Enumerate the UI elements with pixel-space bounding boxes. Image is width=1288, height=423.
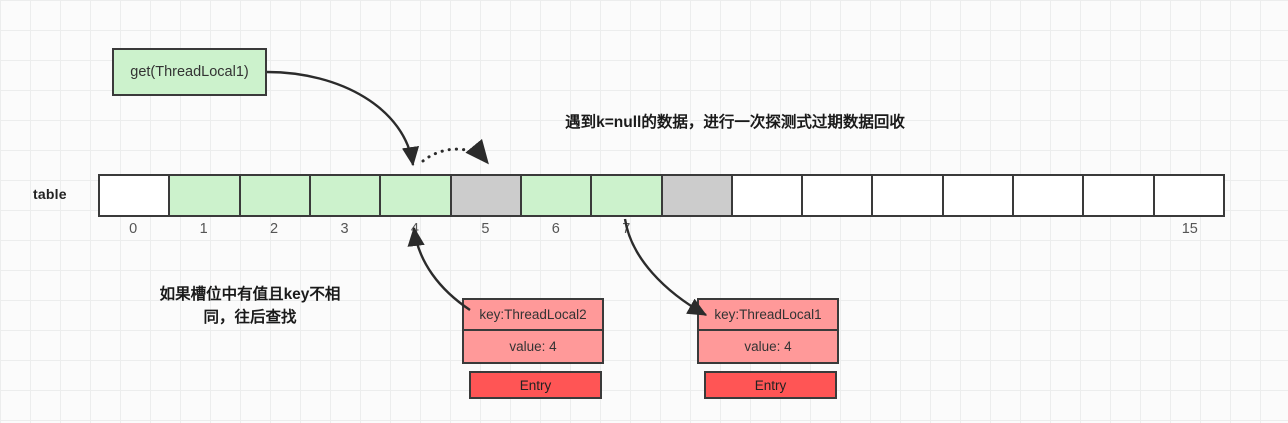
entry-key-threadlocal2: key:ThreadLocal2 [464, 300, 602, 331]
get-call-label: get(ThreadLocal1) [130, 64, 249, 80]
slot-index-0: 0 [129, 221, 138, 237]
table-slot-10 [803, 176, 874, 215]
table-slot-5 [451, 176, 522, 215]
table-slot-4 [381, 176, 452, 215]
table-label: table [33, 186, 67, 202]
linear-probe-annotation-line1: 如果槽位中有值且key不相 [159, 286, 341, 303]
table-slot-8 [662, 176, 733, 215]
expired-entry-cleanup-annotation: 遇到k=null的数据，进行一次探测式过期数据回收 [565, 114, 905, 131]
slot-index-4: 4 [410, 221, 419, 237]
table-slot-13 [1014, 176, 1085, 215]
entry-value-threadlocal2: value: 4 [509, 339, 557, 354]
table-slot-14 [1084, 176, 1155, 215]
slot-index-2: 2 [270, 221, 279, 237]
table-slot-12 [943, 176, 1015, 215]
table-slot-2 [240, 176, 311, 215]
table-slot-3 [310, 176, 382, 215]
get-threadlocal-call-box: get(ThreadLocal1) [112, 48, 267, 96]
entry-kv-threadlocal1: key:ThreadLocal1 value: 4 [697, 298, 839, 364]
entry-value-threadlocal1: value: 4 [744, 339, 792, 354]
slot-index-15: 15 [1181, 221, 1198, 237]
table-slot-6 [521, 176, 593, 215]
slot-index-3: 3 [340, 221, 349, 237]
table-slot-15 [1154, 176, 1223, 215]
entry-key-threadlocal1: key:ThreadLocal1 [699, 300, 837, 331]
entry-kv-threadlocal2: key:ThreadLocal2 value: 4 [462, 298, 604, 364]
entry-band-threadlocal1: Entry [704, 371, 837, 399]
slot-index-5: 5 [481, 221, 490, 237]
linear-probe-annotation: 如果槽位中有值且key不相 同，往后查找 [110, 283, 390, 330]
slot-index-7: 7 [622, 221, 631, 237]
table-slot-9 [732, 176, 804, 215]
table-slot-0 [100, 176, 171, 215]
linear-probe-annotation-line2: 同，往后查找 [203, 309, 297, 327]
arrow-call-to-slot4 [266, 70, 420, 167]
slot-index-6: 6 [551, 221, 560, 237]
table-slot-1 [170, 176, 241, 215]
arrow-probe-slot4-to-slot5 [421, 138, 489, 165]
table-slot-7 [592, 176, 663, 215]
threadlocalmap-slot-array [98, 174, 1225, 217]
entry-band-threadlocal2: Entry [469, 371, 602, 399]
slot-index-1: 1 [199, 221, 208, 237]
table-slot-11 [873, 176, 944, 215]
